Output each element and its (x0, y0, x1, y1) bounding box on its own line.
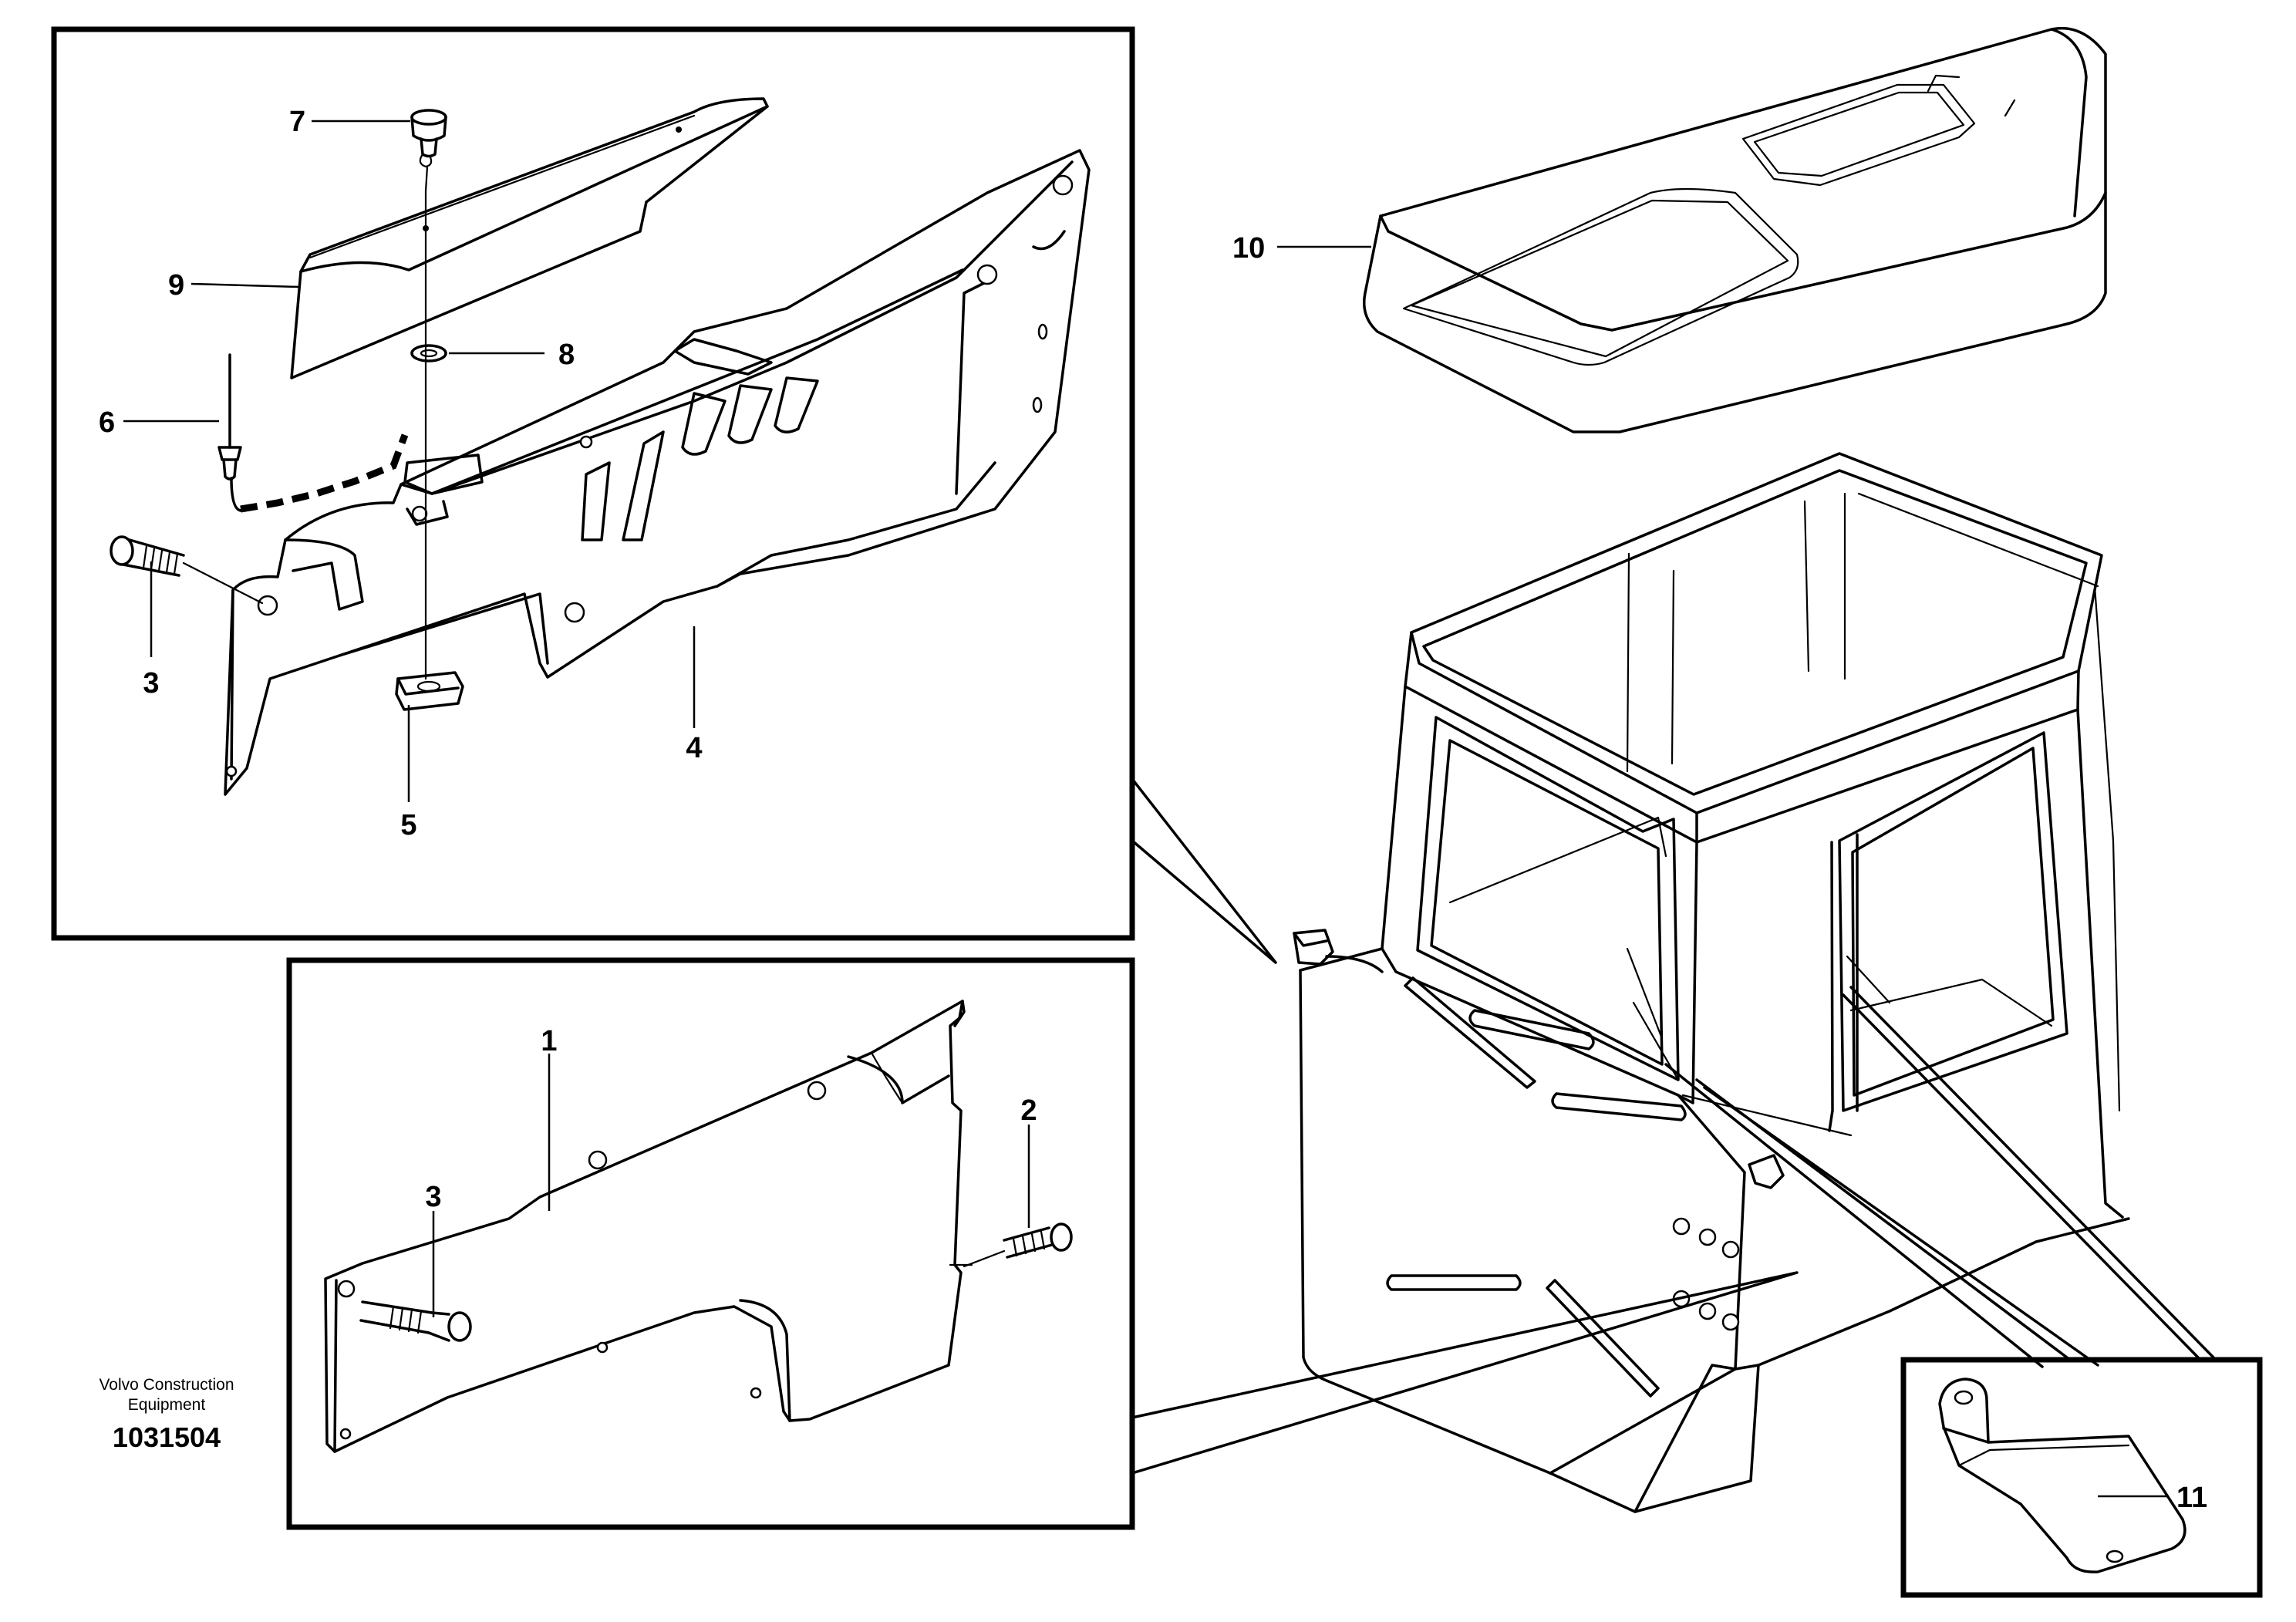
clip-part-5 (395, 671, 464, 711)
side-panel-part-1 (324, 1000, 973, 1453)
callout-1: 1 (541, 1025, 557, 1057)
callout-8: 8 (558, 339, 575, 371)
callout-3-upper: 3 (143, 667, 159, 700)
bolt-part-3-upper (110, 535, 185, 577)
knob-fastener-part-7 (410, 109, 447, 193)
callout-2: 2 (1020, 1094, 1037, 1127)
bolt-part-3-lower (359, 1300, 472, 1342)
bolt-part-2 (963, 1222, 1073, 1268)
rivet-part-6 (217, 353, 409, 513)
callout-5: 5 (400, 809, 416, 841)
washer-part-8 (410, 344, 447, 363)
document-number: 1031504 (113, 1421, 221, 1453)
cab-roof-part-10 (1363, 26, 2107, 433)
detail-frame-bracket (1900, 1357, 2263, 1598)
cab-body (1293, 452, 2130, 1513)
callout-6: 6 (99, 406, 115, 439)
callout-10: 10 (1232, 232, 1265, 265)
cover-plate-part-9 (290, 97, 769, 379)
callout-3-lower: 3 (425, 1181, 441, 1213)
callout-4: 4 (686, 732, 702, 764)
callout-7: 7 (289, 106, 305, 138)
side-panel-part-4 (224, 149, 1091, 796)
callout-9: 9 (168, 269, 184, 302)
callout-11: 11 (2176, 1482, 2207, 1514)
brand-line-2: Equipment (128, 1396, 206, 1414)
callout-leaders (123, 120, 2167, 1498)
brand-line-1: Volvo Construction (99, 1376, 234, 1394)
bolt-assembly-line (182, 561, 264, 605)
bracket-part-11 (1938, 1378, 2186, 1573)
detail-leader-lines (1131, 777, 2215, 1475)
detail-frame-bottom (286, 957, 1135, 1530)
detail-frame-top (51, 26, 1135, 941)
